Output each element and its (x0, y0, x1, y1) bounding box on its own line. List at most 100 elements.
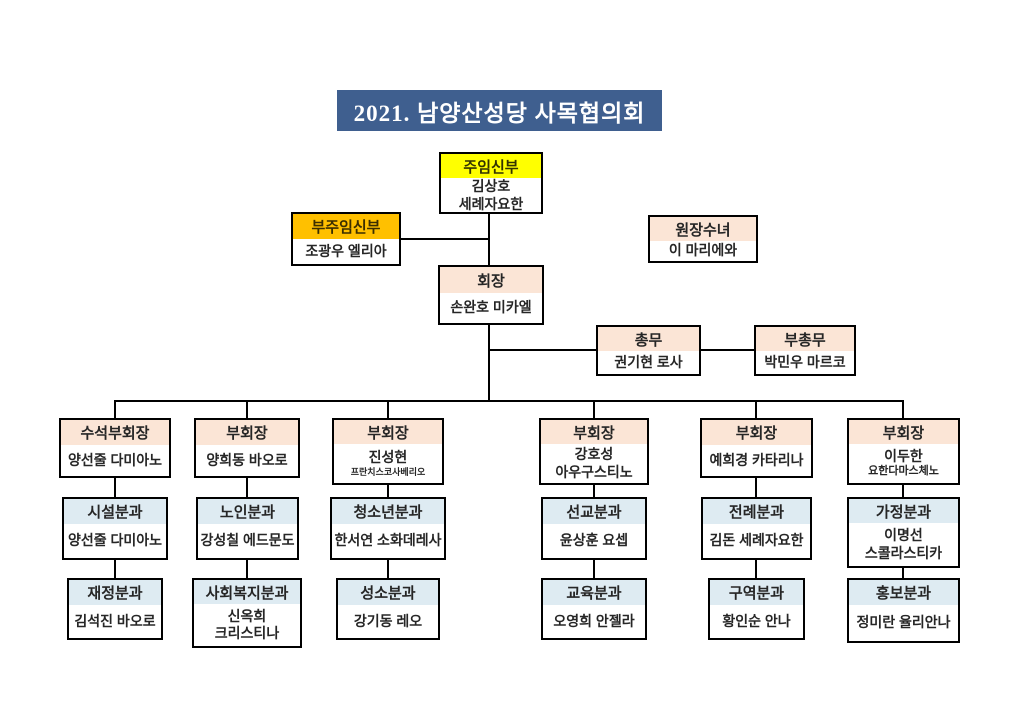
node-head-sister: 원장수녀 이 마리에와 (648, 215, 758, 263)
connector-col1-dept1-dept2 (114, 560, 116, 578)
node-name: 강호성 (574, 446, 614, 462)
node-name: 윤상훈 요셉 (559, 532, 629, 549)
node-deputy-secretary-title: 부총무 (756, 327, 854, 351)
node-president-title: 회장 (440, 267, 542, 293)
node-title: 구역분과 (710, 580, 803, 605)
node-head-sister-name: 이 마리에와 (668, 242, 738, 259)
connector-secretary-deputy (700, 349, 755, 351)
connector-col1-vice-dept1 (114, 478, 116, 497)
connector-president-main (488, 324, 490, 402)
node-title: 노인분과 (198, 499, 297, 524)
node-title: 부회장 (541, 420, 647, 444)
node-baptismal-name: 스콜라스티카 (864, 544, 943, 561)
connector-stub-col3 (387, 400, 389, 418)
node-dept-social-welfare: 사회복지분과 신옥희 크리스티나 (192, 578, 302, 648)
connector-stub-col4 (593, 400, 595, 418)
node-dept-seniors: 노인분과 강성칠 에드문도 (196, 497, 299, 560)
node-dept-finance: 재정분과 김석진 바오로 (67, 578, 163, 640)
node-name: 오영희 안젤라 (553, 612, 635, 629)
node-baptismal-name: 요한다마스체노 (868, 465, 939, 478)
node-pastor: 주임신부 김상호 세례자요한 (439, 152, 543, 214)
node-dept-publicity: 홍보분과 정미란 율리안나 (847, 578, 960, 643)
node-pastor-baptismal-name: 세례자요한 (458, 195, 524, 212)
node-name: 강성칠 에드문도 (200, 532, 295, 549)
node-name: 양희동 바오로 (206, 451, 288, 468)
connector-col5-dept1-dept2 (755, 560, 757, 578)
node-name: 예희경 카타리나 (709, 451, 804, 468)
node-name: 신옥희 (227, 607, 267, 624)
node-secretary-title: 총무 (598, 327, 699, 351)
connector-col4-dept1-dept2 (593, 560, 595, 578)
node-president-name: 손완호 미카엘 (450, 299, 532, 316)
connector-col2-dept1-dept2 (246, 560, 248, 578)
connector-stub-col5 (755, 400, 757, 418)
node-dept-district: 구역분과 황인순 안나 (708, 578, 805, 640)
node-title: 선교분과 (543, 499, 645, 524)
node-head-sister-title: 원장수녀 (650, 217, 756, 241)
connector-pastor-president (488, 213, 490, 266)
node-name: 한서연 소화데레사 (334, 532, 442, 549)
node-secretary-name: 권기현 로사 (614, 353, 683, 370)
node-dept-youth: 청소년분과 한서연 소화데레사 (330, 497, 446, 560)
node-title: 전례분과 (703, 499, 810, 524)
node-title: 재정분과 (69, 580, 161, 605)
connector-col3-vice-dept1 (387, 485, 389, 497)
connector-secretary (489, 349, 597, 351)
node-title: 부회장 (196, 420, 298, 445)
node-name: 김석진 바오로 (74, 612, 156, 629)
connector-col6-vice-dept1 (902, 485, 904, 497)
connector-col3-dept1-dept2 (387, 560, 389, 578)
node-secretary: 총무 권기현 로사 (596, 325, 701, 376)
node-title: 부회장 (334, 420, 442, 444)
node-assistant-pastor: 부주임신부 조광우 엘리아 (291, 212, 401, 266)
node-baptismal-name: 크리스티나 (214, 625, 280, 641)
node-name: 황인순 안나 (722, 612, 791, 629)
node-vice-chair-2: 부회장 양희동 바오로 (194, 418, 300, 478)
connector-assistant-pastor (400, 238, 489, 240)
node-deputy-secretary-name: 박민우 마르코 (764, 353, 846, 370)
node-title: 사회복지분과 (194, 580, 300, 604)
node-dept-facilities: 시설분과 양선줄 다미아노 (62, 497, 168, 560)
node-vice-chair-6: 부회장 이두한 요한다마스체노 (847, 418, 960, 485)
connector-col5-vice-dept1 (755, 478, 757, 497)
node-baptismal-name: 프란치스코사베리오 (350, 466, 426, 477)
node-vice-chair-5: 부회장 예희경 카타리나 (700, 418, 813, 478)
node-name: 양선줄 다미아노 (67, 532, 163, 549)
node-title: 가정분과 (849, 499, 958, 523)
node-title: 부회장 (702, 420, 811, 445)
node-dept-family: 가정분과 이명선 스콜라스티카 (847, 497, 960, 568)
connector-stub-col2 (246, 400, 248, 418)
node-assistant-pastor-name: 조광우 엘리아 (305, 242, 387, 259)
node-dept-mission: 선교분과 윤상훈 요셉 (541, 497, 647, 560)
connector-stub-col6 (902, 400, 904, 418)
node-assistant-pastor-title: 부주임신부 (293, 214, 399, 239)
node-name: 양선줄 다미아노 (67, 451, 163, 468)
node-title: 성소분과 (338, 580, 438, 605)
chart-title: 2021. 남양산성당 사목협의회 (337, 90, 662, 131)
connector-col4-vice-dept1 (593, 485, 595, 497)
node-name: 진성현 (368, 449, 408, 466)
node-name: 이두한 (884, 447, 923, 464)
node-president: 회장 손완호 미카엘 (438, 265, 544, 325)
node-name: 김돈 세례자요한 (709, 532, 804, 549)
connector-col2-vice-dept1 (246, 478, 248, 497)
node-senior-vice-chair: 수석부회장 양선줄 다미아노 (59, 418, 171, 478)
node-dept-education: 교육분과 오영희 안젤라 (541, 578, 647, 640)
node-baptismal-name: 아우구스티노 (555, 463, 633, 480)
node-dept-liturgy: 전례분과 김돈 세례자요한 (701, 497, 812, 560)
node-deputy-secretary: 부총무 박민우 마르코 (754, 325, 856, 376)
node-dept-vocations: 성소분과 강기동 레오 (336, 578, 440, 640)
connector-main-horizontal (114, 400, 904, 402)
connector-col6-dept1-dept2 (902, 568, 904, 578)
connector-stub-col1 (114, 400, 116, 418)
node-vice-chair-3: 부회장 진성현 프란치스코사베리오 (332, 418, 444, 485)
node-title: 홍보분과 (849, 580, 958, 605)
node-title: 시설분과 (64, 499, 166, 524)
node-name: 정미란 율리안나 (856, 614, 951, 631)
node-title: 부회장 (849, 420, 958, 444)
node-vice-chair-4: 부회장 강호성 아우구스티노 (539, 418, 649, 485)
node-pastor-title: 주임신부 (441, 154, 541, 178)
node-title: 교육분과 (543, 580, 645, 605)
node-name: 강기동 레오 (353, 612, 423, 629)
